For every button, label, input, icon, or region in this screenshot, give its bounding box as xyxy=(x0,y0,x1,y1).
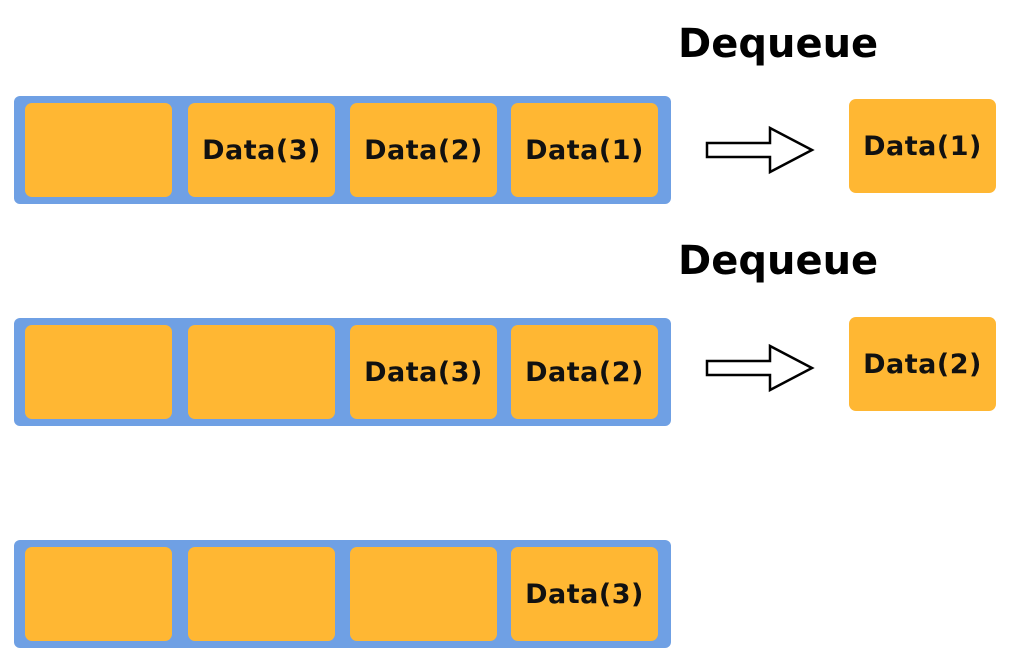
dequeue-label-1: Dequeue xyxy=(678,21,879,67)
queue-1-slot-4: Data(1) xyxy=(511,103,658,197)
queue-1-slot-2: Data(3) xyxy=(188,103,335,197)
queue-1-slot-3: Data(2) xyxy=(350,103,497,197)
right-arrow-icon xyxy=(705,125,815,175)
queue-3-slot-1 xyxy=(25,547,172,641)
queue-2-slot-4: Data(2) xyxy=(511,325,658,419)
queue-3-slot-3 xyxy=(350,547,497,641)
queue-1: Data(3) Data(2) Data(1) xyxy=(14,96,671,204)
queue-3-slot-2 xyxy=(188,547,335,641)
dequeue-label-2: Dequeue xyxy=(678,238,879,284)
queue-3: Data(3) xyxy=(14,540,671,648)
dequeued-item-2: Data(2) xyxy=(849,317,996,411)
right-arrow-icon xyxy=(705,343,815,393)
queue-1-slot-1 xyxy=(25,103,172,197)
dequeued-item-1: Data(1) xyxy=(849,99,996,193)
queue-2-slot-3: Data(3) xyxy=(350,325,497,419)
queue-2-slot-1 xyxy=(25,325,172,419)
queue-3-slot-4: Data(3) xyxy=(511,547,658,641)
queue-2: Data(3) Data(2) xyxy=(14,318,671,426)
queue-2-slot-2 xyxy=(188,325,335,419)
